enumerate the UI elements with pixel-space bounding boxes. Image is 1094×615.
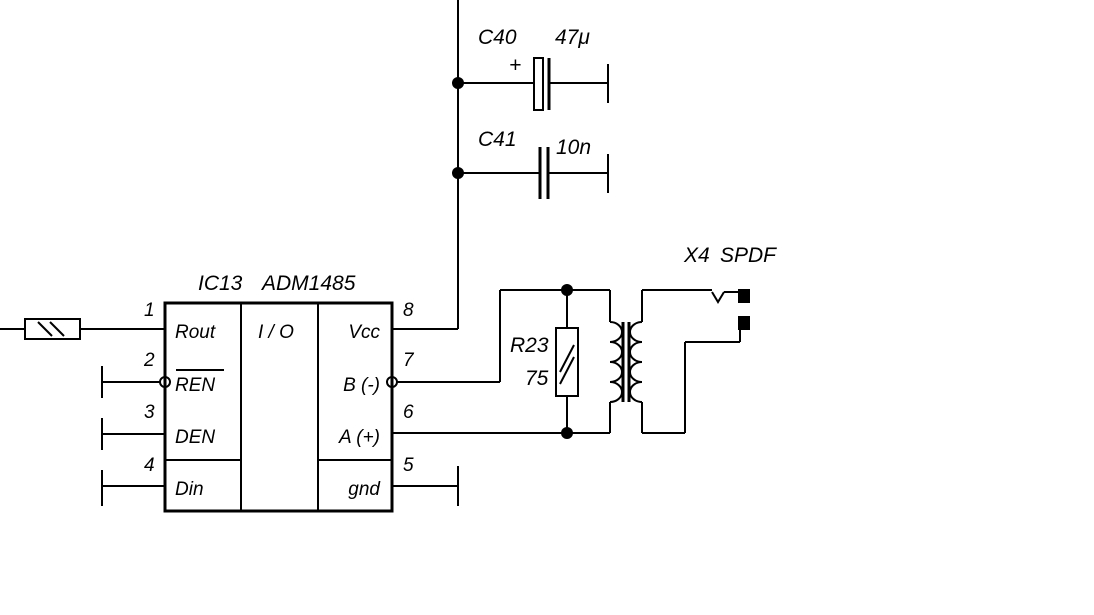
pin-name-a: A (+) bbox=[338, 427, 380, 448]
pin-number-1: 1 bbox=[144, 300, 155, 321]
pin-number-2: 2 bbox=[143, 350, 155, 371]
c41-value-label: 10n bbox=[556, 136, 591, 159]
pin-name-din: Din bbox=[175, 479, 204, 500]
capacitor-c41 bbox=[452, 147, 609, 199]
pin-name-gnd: gnd bbox=[348, 479, 381, 500]
c41-ref-label: C41 bbox=[478, 128, 517, 151]
connector-x4 bbox=[642, 289, 750, 434]
capacitor-c40 bbox=[452, 57, 609, 111]
ic13-body bbox=[163, 301, 394, 513]
pin-number-4: 4 bbox=[144, 455, 155, 476]
pin-name-rout: Rout bbox=[175, 322, 216, 343]
r23-ref-label: R23 bbox=[510, 334, 549, 357]
pin-number-7: 7 bbox=[403, 350, 415, 371]
pin-name-vcc: Vcc bbox=[348, 322, 380, 343]
c40-ref-label: C40 bbox=[478, 26, 517, 49]
right-pin-wires bbox=[386, 0, 610, 506]
transformer bbox=[609, 290, 643, 433]
ic-ref-label: IC13 bbox=[198, 272, 243, 295]
c40-polarity-label: + bbox=[509, 54, 521, 77]
pin-number-5: 5 bbox=[403, 455, 414, 476]
left-pin-wires bbox=[101, 366, 171, 506]
r23-value-label: 75 bbox=[525, 367, 549, 390]
pin2-inversion-bubble bbox=[159, 376, 171, 388]
ic-part-label: ADM1485 bbox=[260, 272, 356, 295]
pin-name-den: DEN bbox=[175, 427, 215, 448]
input-resistor bbox=[0, 318, 165, 340]
pin-number-3: 3 bbox=[144, 402, 155, 423]
resistor-r23 bbox=[555, 284, 579, 439]
x4-name-label: SPDF bbox=[720, 244, 777, 267]
ic-center-label: I / O bbox=[258, 322, 294, 343]
c40-value-label: 47μ bbox=[555, 26, 590, 49]
pin-number-8: 8 bbox=[403, 300, 414, 321]
pin-number-6: 6 bbox=[403, 402, 414, 423]
x4-ref-label: X4 bbox=[683, 244, 710, 267]
pin-name-ren: REN bbox=[175, 375, 215, 396]
pin-name-b: B (-) bbox=[343, 375, 380, 396]
